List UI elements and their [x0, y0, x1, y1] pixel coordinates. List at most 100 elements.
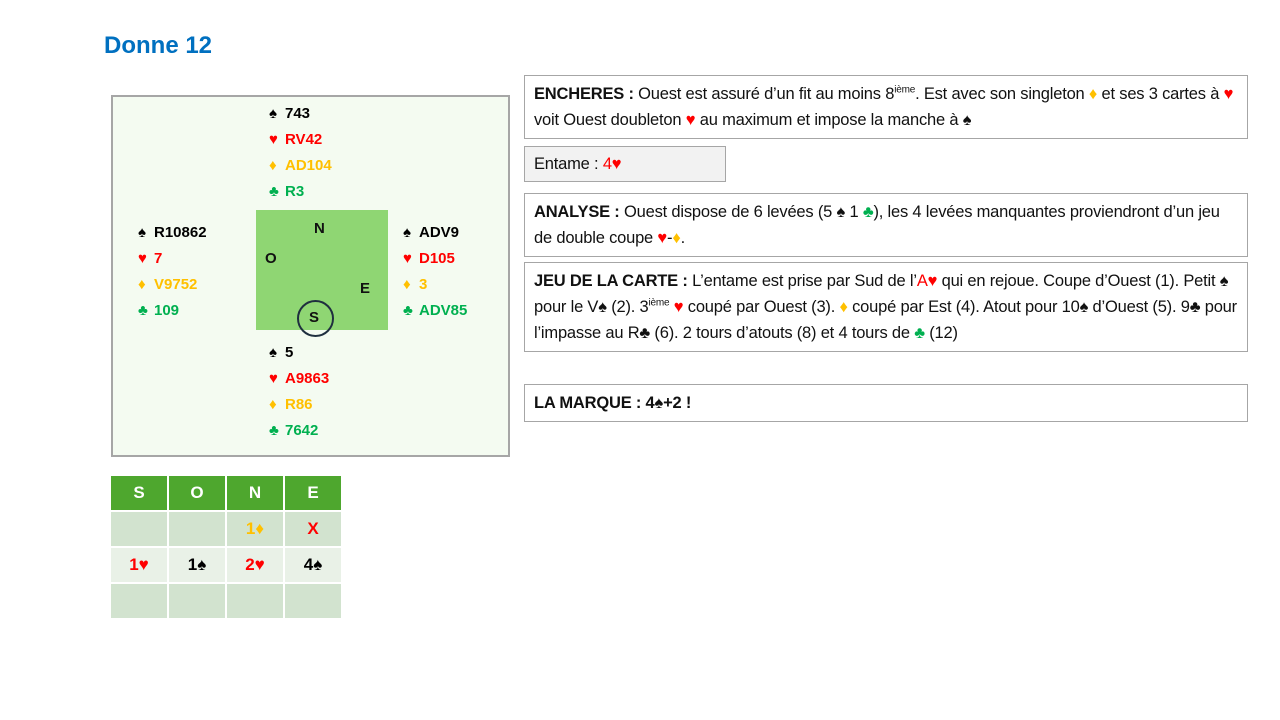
east-spade-holding: ♠ ADV9 — [403, 220, 467, 246]
text-segment: ♦ — [672, 229, 681, 247]
south-club-holding: ♣7642 — [269, 418, 329, 444]
text-segment: L’entame est prise par Sud de l’ — [692, 272, 917, 290]
club-icon: ♣ — [138, 302, 148, 319]
bid-cell — [169, 512, 225, 546]
cards: 3 — [419, 276, 428, 293]
text-segment: - — [667, 229, 673, 247]
text-segment: Entame : — [534, 155, 603, 173]
south-heart-holding: ♥A9863 — [269, 366, 329, 392]
bid-cell — [227, 584, 283, 618]
text-segment: Ouest est assuré d’un fit au moins 8 — [638, 85, 895, 103]
bid-cell: 4♠ — [285, 548, 341, 582]
west-heart-holding: ♥7 — [138, 246, 207, 272]
bidding-header: E — [285, 476, 341, 510]
text-segment: ième — [648, 297, 670, 309]
north-heart-holding: ♥ RV42 — [269, 127, 332, 153]
text-segment: 4♥ — [602, 155, 622, 173]
cards: 109 — [154, 302, 180, 319]
north-spade-holding: ♠ 743 — [269, 101, 332, 127]
analyse-box: ANALYSE : Ouest dispose de 6 levées (5 ♠… — [524, 193, 1248, 257]
text-segment: ♦ — [1088, 85, 1098, 103]
bid-cell: X — [285, 512, 341, 546]
bidding-header: N — [227, 476, 283, 510]
cards: 743 — [285, 105, 311, 122]
text-segment: (12) — [924, 324, 958, 342]
cards: 7642 — [285, 422, 319, 439]
text-segment: qui en rejoue. Coupe d’Ouest (1). Petit … — [534, 272, 1229, 316]
text-segment: ), les 4 levées manquantes proviendront … — [534, 203, 1220, 247]
cards: ADV9 — [419, 224, 460, 241]
text-segment: ♥ — [685, 111, 696, 129]
text-segment: ANALYSE : — [534, 203, 624, 221]
spade-icon: ♠ — [403, 224, 411, 241]
west-club-holding: ♣ 109 — [138, 298, 207, 324]
text-segment: et ses 3 cartes à — [1097, 85, 1224, 103]
diamond-icon: ♦ — [269, 157, 277, 174]
text-segment: au maximum et impose la manche à — [695, 111, 963, 129]
text-segment: ième — [894, 84, 916, 96]
cards: D105 — [419, 250, 455, 267]
bid-cell: 1♦ — [227, 512, 283, 546]
hand-west: ♠R10862♥7♦V9752♣109 — [138, 220, 207, 324]
text-segment: Ouest dispose de 6 levées (5 ♠ 1 — [624, 203, 863, 221]
text-segment: LA MARQUE : 4♠+2 ! — [534, 394, 692, 412]
spade-icon: ♠ — [269, 105, 277, 122]
text-segment: ♥ — [1223, 85, 1234, 103]
cards: ADV85 — [419, 302, 468, 319]
compass-east: E — [360, 280, 371, 297]
text-segment: coupé par Est (4). Atout pour 10♠ d’Oues… — [534, 298, 1237, 342]
bidding-row — [111, 584, 341, 618]
south-spade-holding: ♠5 — [269, 340, 329, 366]
club-icon: ♣ — [403, 302, 413, 319]
heart-icon: ♥ — [138, 250, 147, 267]
compass-south: S — [309, 309, 320, 326]
cards: V9752 — [154, 276, 198, 293]
compass-west: O — [265, 250, 277, 267]
bidding-row: 1♥1♠2♥4♠ — [111, 548, 341, 582]
text-segment: ENCHERES : — [534, 85, 639, 103]
club-icon: ♣ — [269, 183, 279, 200]
east-club-holding: ♣ ADV85 — [403, 298, 467, 324]
north-club-holding: ♣R3 — [269, 179, 332, 205]
cards: 7 — [154, 250, 163, 267]
text-segment: . Est avec son singleton — [915, 85, 1089, 103]
bid-cell — [285, 584, 341, 618]
text-segment: coupé par Ouest (3). — [683, 298, 840, 316]
diamond-icon: ♦ — [269, 396, 277, 413]
hand-north: ♠ 743 ♥ RV42 ♦AD104♣R3 — [269, 101, 332, 205]
entame-box: Entame : 4♥ — [524, 146, 726, 182]
text-segment: . — [680, 229, 686, 247]
text-segment: ♣ — [862, 203, 874, 221]
bid-cell — [169, 584, 225, 618]
text-segment: voit Ouest doubleton — [534, 111, 686, 129]
page-title: Donne 12 — [104, 32, 213, 59]
east-heart-holding: ♥D105 — [403, 246, 467, 272]
spade-icon: ♠ — [269, 344, 277, 361]
cards: RV42 — [285, 131, 323, 148]
cards: R10862 — [154, 224, 207, 241]
cards: R86 — [285, 396, 313, 413]
text-segment: ♦ — [839, 298, 848, 316]
bid-cell: 1♥ — [111, 548, 167, 582]
hand-south: ♠5♥A9863♦R86♣7642 — [269, 340, 329, 444]
text-segment: A♥ — [916, 272, 938, 290]
bidding-header: S — [111, 476, 167, 510]
cards: 5 — [285, 344, 294, 361]
spade-icon: ♠ — [138, 224, 146, 241]
compass-north: N — [314, 220, 325, 237]
hand-east: ♠ADV9♥D105♦3♣ADV85 — [403, 220, 467, 324]
la-marque-box: LA MARQUE : 4♠+2 ! — [524, 384, 1248, 422]
north-diamond-holding: ♦AD104 — [269, 153, 332, 179]
cards: A9863 — [285, 370, 330, 387]
deal-diagram: ♠743♥RV42♦AD104♣R3 ♠R10862♥7♦V9752♣109 ♠… — [111, 95, 510, 457]
bidding-header: O — [169, 476, 225, 510]
text-segment: JEU DE LA CARTE : — [534, 272, 693, 290]
west-spade-holding: ♠ R10862 — [138, 220, 207, 246]
text-segment: ♠ — [962, 111, 972, 129]
bid-cell — [111, 512, 167, 546]
heart-icon: ♥ — [269, 131, 278, 148]
west-diamond-holding: ♦V9752 — [138, 272, 207, 298]
text-segment: ♥ — [657, 229, 668, 247]
